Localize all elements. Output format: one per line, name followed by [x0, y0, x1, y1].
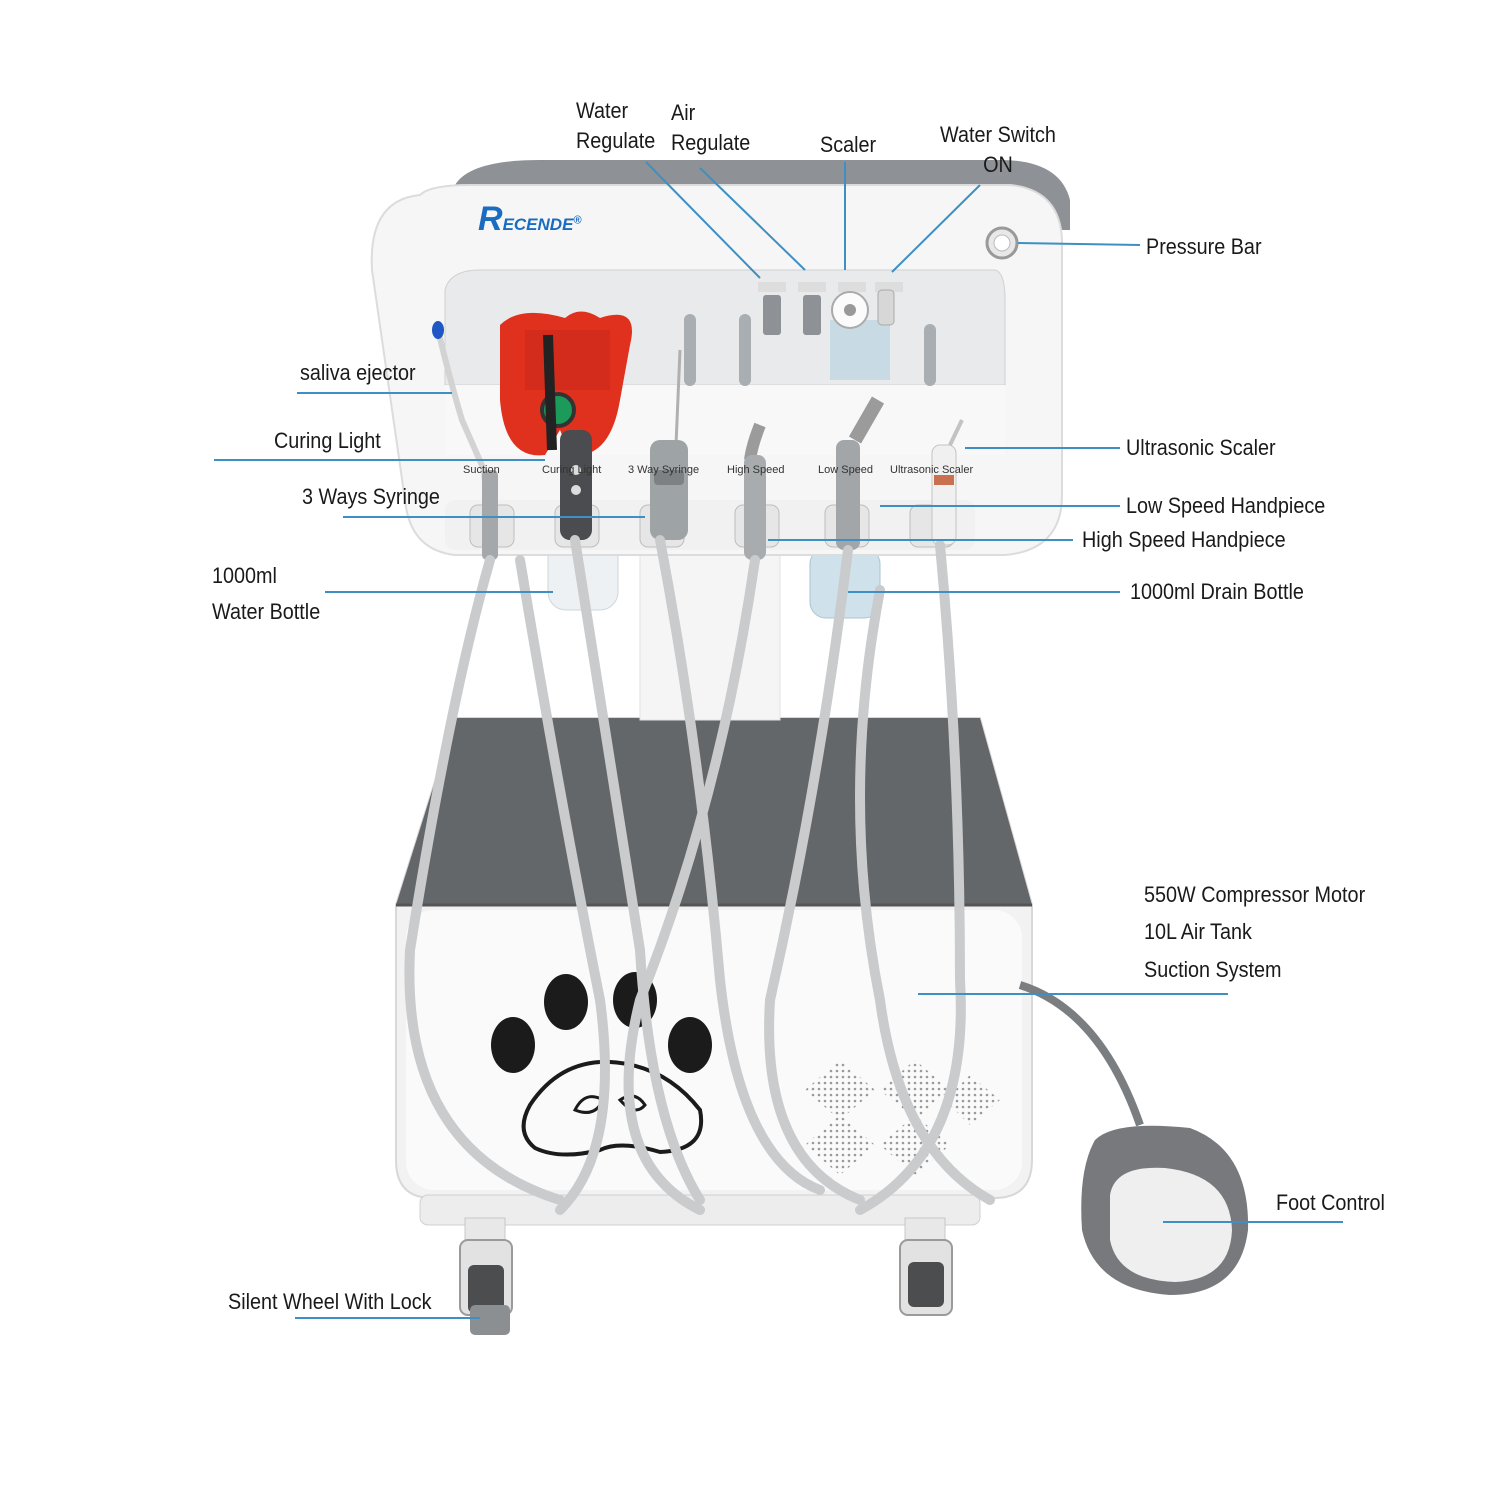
label-water-regulate: Water Regulate [576, 98, 656, 153]
label-drain-bottle: 1000ml Drain Bottle [1130, 579, 1304, 604]
high-speed-handpiece [744, 422, 766, 560]
three-way-syringe-handpiece [650, 349, 688, 540]
label-air-regulate: Air Regulate [671, 100, 751, 155]
foot-pedal-cable [1018, 981, 1144, 1127]
low-speed-handpiece [836, 396, 885, 550]
label-three-ways-syringe: 3 Ways Syringe [302, 484, 440, 509]
control-knobs [758, 282, 903, 335]
foot-control [1081, 1125, 1249, 1295]
brand-registered-mark: ® [573, 214, 582, 227]
holder-bar [445, 500, 975, 550]
holder-label-ultrasonic: Ultrasonic Scaler [890, 464, 974, 476]
label-ultrasonic-scaler: Ultrasonic Scaler [1126, 435, 1276, 460]
internal-hoses [684, 314, 936, 386]
holder-label-low-speed: Low Speed [818, 464, 874, 476]
holder-label-curing-light: Curing Light [542, 464, 602, 476]
label-curing-light: Curing Light [274, 428, 381, 453]
ultrasonic-scaler-handpiece [931, 419, 964, 546]
brand-logo: RECENDE® [478, 200, 582, 239]
curing-light-handpiece [543, 334, 592, 540]
label-saliva-ejector: saliva ejector [300, 360, 416, 385]
holder-label-syringe: 3 Way Syringe [628, 464, 700, 476]
label-water-switch: Water Switch ON [940, 122, 1056, 177]
holder-label-high-speed: High Speed [727, 464, 785, 476]
wheel-right [899, 1239, 953, 1316]
label-low-speed-handpiece: Low Speed Handpiece [1126, 493, 1326, 518]
brand-name: ECENDE [502, 215, 574, 234]
label-pressure-bar: Pressure Bar [1146, 234, 1262, 259]
label-water-bottle: 1000ml Water Bottle [212, 563, 321, 624]
label-compressor: 550W Compressor Motor 10L Air Tank Sucti… [1144, 882, 1366, 982]
label-foot-control: Foot Control [1276, 1190, 1385, 1215]
suction-handpiece [482, 470, 498, 560]
vent-pattern [805, 1060, 1000, 1175]
wheel-left [459, 1239, 513, 1335]
curing-light-tray [500, 311, 632, 456]
label-scaler: Scaler [820, 132, 877, 157]
internal-bottle [830, 320, 890, 380]
saliva-ejector-tube [432, 321, 491, 521]
holder-label-suction: Suction [463, 464, 500, 476]
label-silent-wheel: Silent Wheel With Lock [228, 1289, 432, 1314]
label-high-speed-handpiece: High Speed Handpiece [1082, 527, 1286, 552]
head-unit [370, 160, 1070, 556]
brand-initial: R [478, 200, 503, 238]
hoses [404, 535, 995, 1215]
leader-lines [214, 161, 1343, 1319]
